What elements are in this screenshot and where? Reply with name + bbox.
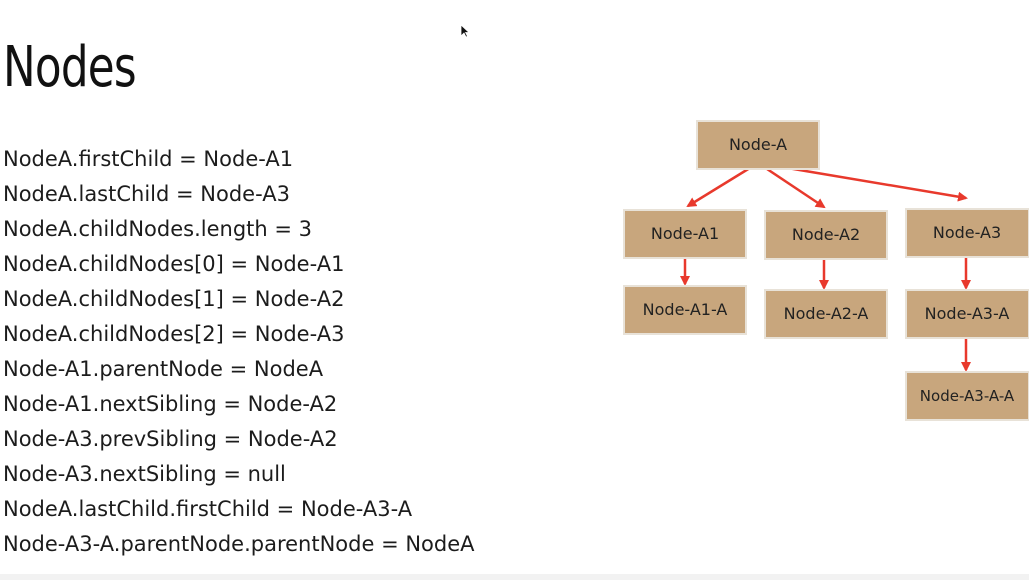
node-a3a: Node-A3-A [905, 289, 1029, 339]
node-a1: Node-A1 [623, 209, 747, 259]
node-a3: Node-A3 [905, 208, 1029, 258]
code-line: NodeA.childNodes[2] = Node-A3 [3, 322, 345, 346]
code-line: NodeA.lastChild.firstChild = Node-A3-A [3, 497, 413, 521]
edge-root-a1 [686, 161, 759, 208]
node-a2: Node-A2 [764, 210, 888, 260]
code-line: Node-A3.nextSibling = null [3, 462, 286, 486]
edge-root-a2 [757, 161, 826, 209]
node-a1a: Node-A1-A [623, 285, 747, 335]
slide-title: Nodes [3, 35, 137, 100]
bottom-edge-bar [0, 574, 1029, 580]
node-label: Node-A3 [933, 223, 1001, 242]
node-label: Node-A3-A [925, 304, 1010, 323]
code-line: NodeA.firstChild = Node-A1 [3, 147, 294, 171]
code-examples-list: NodeA.firstChild = Node-A1 NodeA.lastChi… [3, 142, 475, 562]
mouse-pointer-icon [460, 24, 470, 38]
code-line: Node-A3.prevSibling = Node-A2 [3, 427, 338, 451]
code-line: Node-A3-A.parentNode.parentNode = NodeA [3, 532, 475, 556]
node-label: Node-A3-A-A [920, 387, 1015, 405]
node-a2a: Node-A2-A [764, 289, 888, 339]
node-a3aa: Node-A3-A-A [905, 371, 1029, 421]
code-line: Node-A1.nextSibling = Node-A2 [3, 392, 338, 416]
node-label: Node-A2 [792, 225, 860, 244]
node-label: Node-A1 [651, 224, 719, 243]
code-line: NodeA.childNodes.length = 3 [3, 217, 313, 241]
node-label: Node-A1-A [643, 300, 728, 319]
code-line: Node-A1.parentNode = NodeA [3, 357, 324, 381]
node-label: Node-A [729, 135, 787, 154]
code-line: NodeA.lastChild = Node-A3 [3, 182, 290, 206]
code-line: NodeA.childNodes[0] = Node-A1 [3, 252, 345, 276]
code-line: NodeA.childNodes[1] = Node-A2 [3, 287, 345, 311]
node-root: Node-A [696, 120, 820, 170]
node-label: Node-A2-A [784, 304, 869, 323]
